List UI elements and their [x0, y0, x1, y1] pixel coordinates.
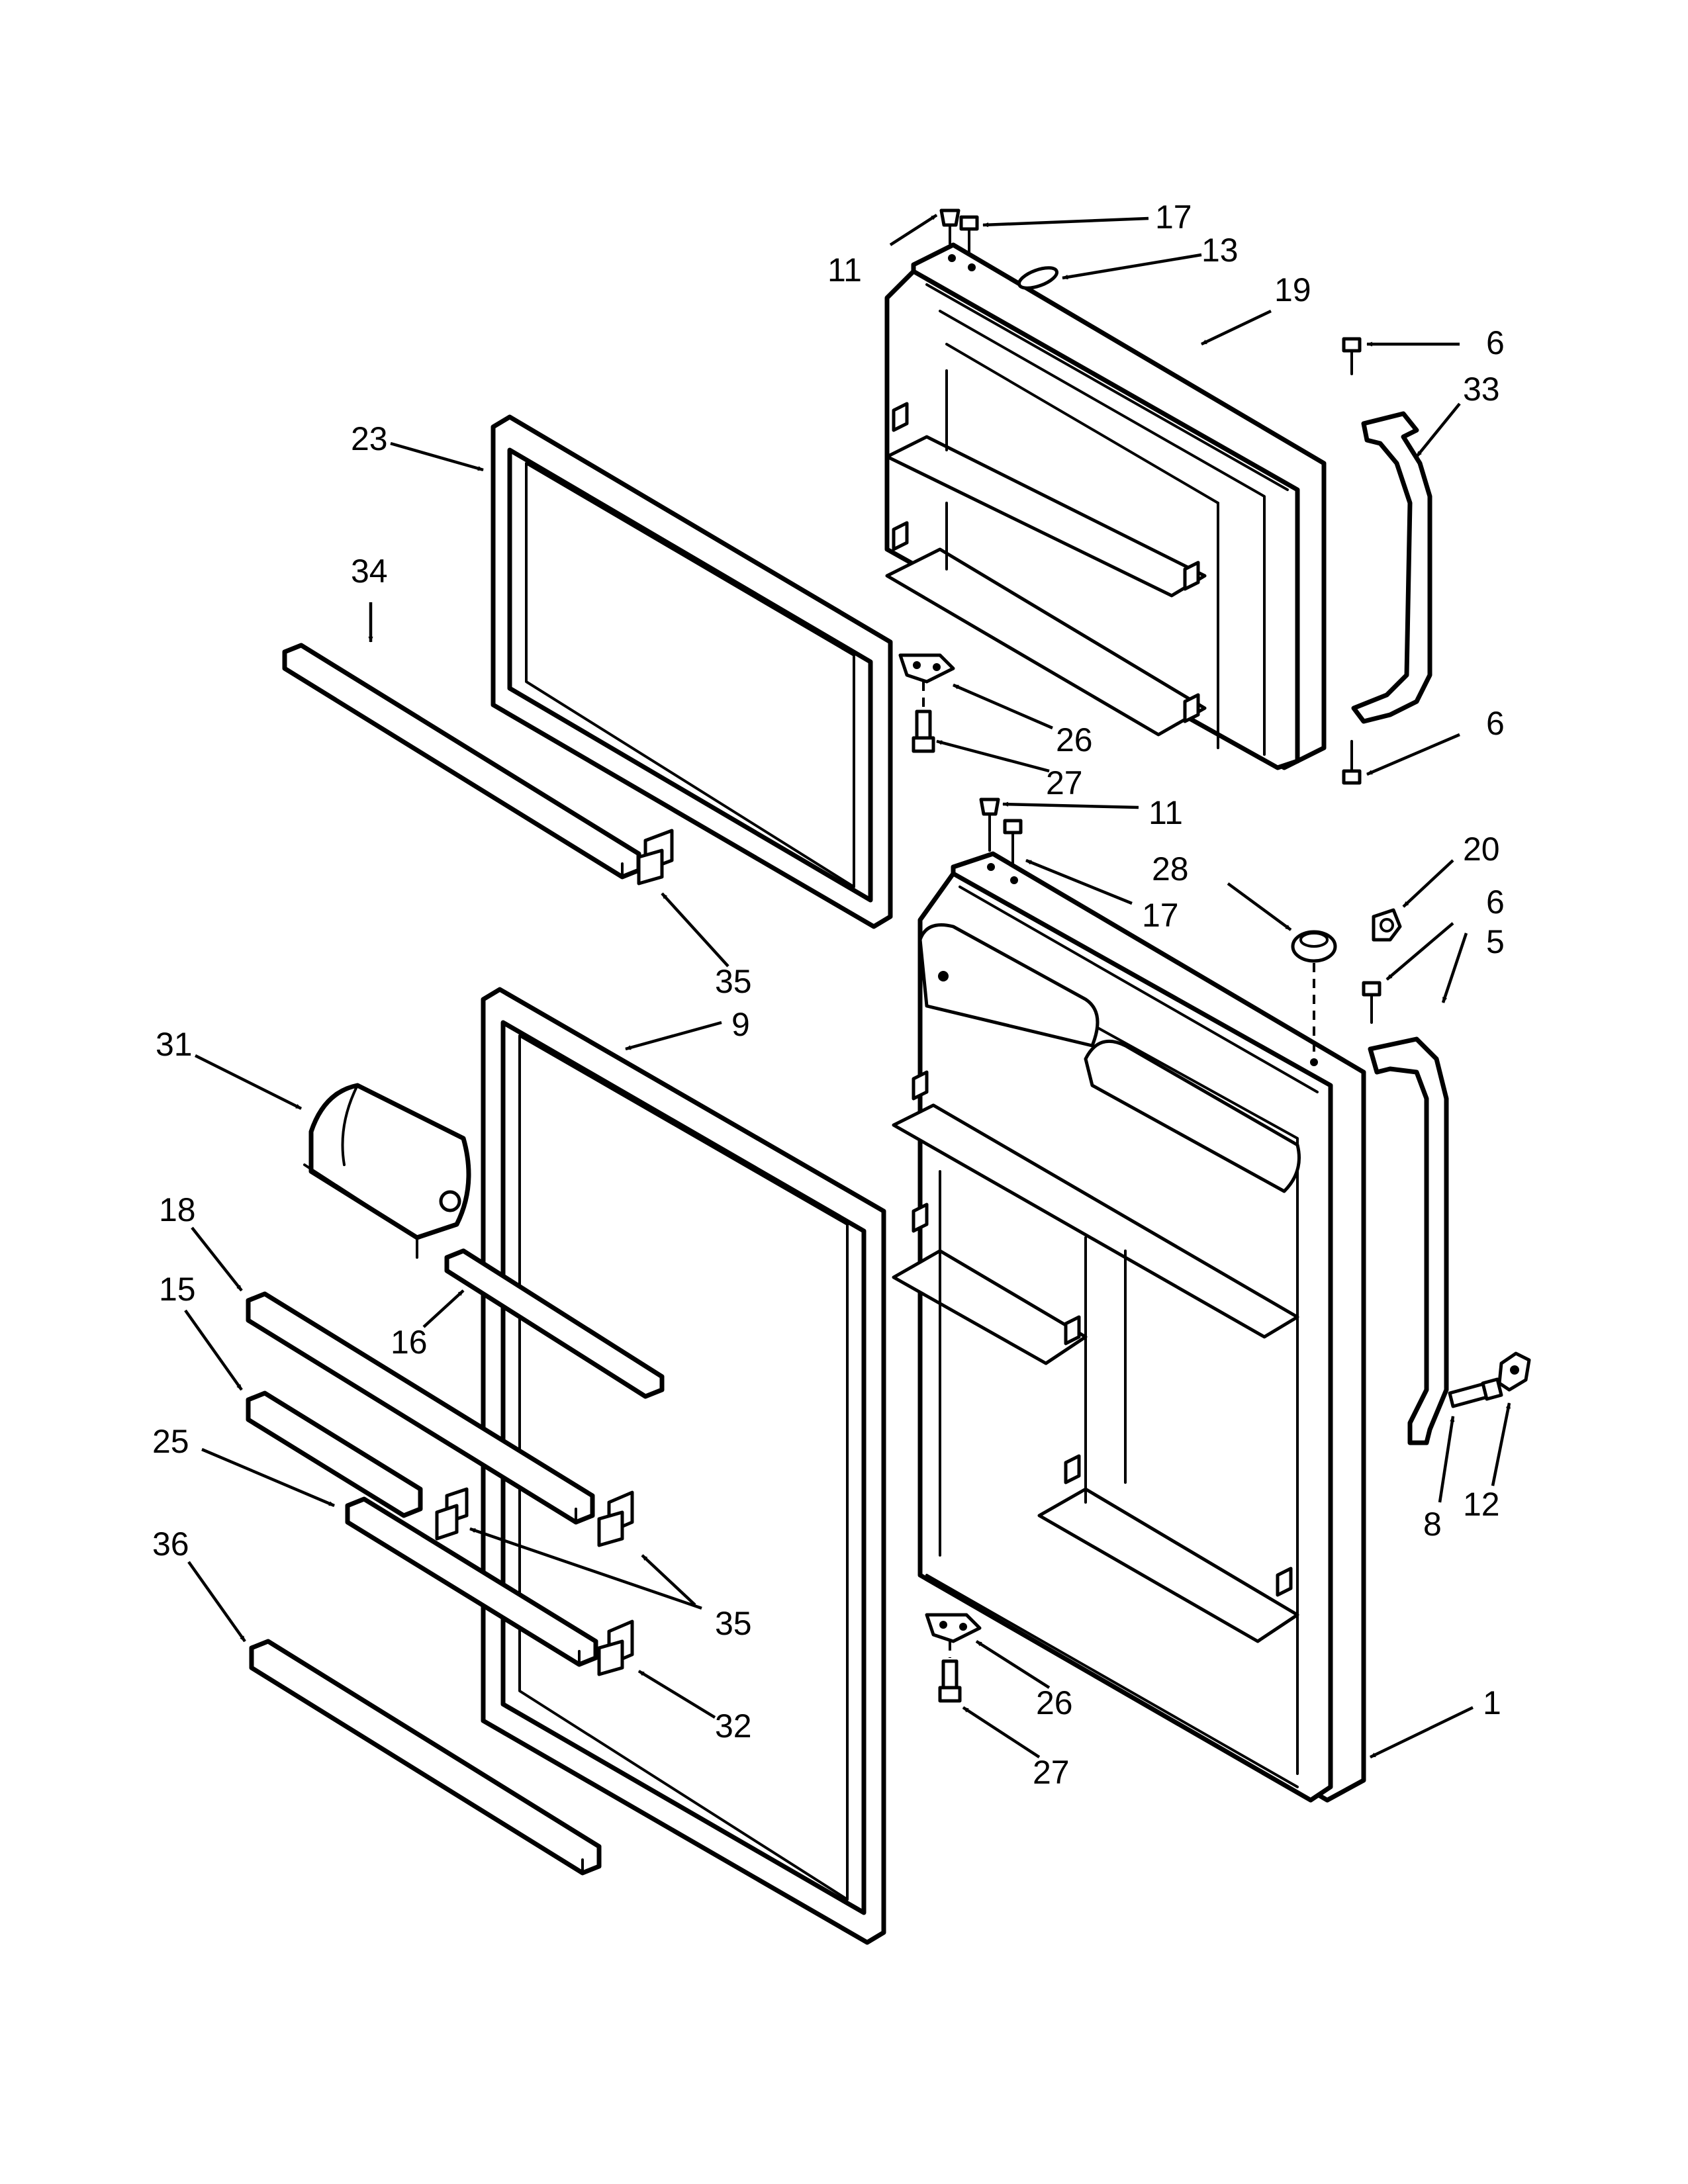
screw-27-bottom — [938, 1641, 962, 1703]
callout-6: 6 — [1486, 884, 1505, 921]
screw-17-top — [959, 215, 979, 271]
callout-15: 15 — [159, 1271, 196, 1308]
callout-19: 19 — [1274, 271, 1311, 308]
freezer-gasket — [491, 414, 893, 929]
hinge-pin-11-top — [939, 208, 961, 262]
callout-13: 13 — [1201, 232, 1239, 269]
callout-11: 11 — [1149, 794, 1183, 831]
callout-1: 1 — [1483, 1684, 1501, 1721]
callout-31: 31 — [156, 1026, 193, 1063]
callout-9: 9 — [731, 1006, 750, 1043]
callout-28: 28 — [1152, 850, 1189, 887]
callout-34: 34 — [351, 553, 388, 590]
clip-32 — [597, 1619, 634, 1676]
freezer-handle — [1351, 411, 1432, 724]
callout-36: 36 — [152, 1525, 189, 1563]
callout-18: 18 — [159, 1191, 196, 1228]
leader-lines — [184, 214, 1511, 1759]
callout-35: 35 — [715, 1605, 752, 1642]
callout-27: 27 — [1046, 764, 1083, 801]
trim-15 — [246, 1390, 423, 1518]
hinge-pin-11-mid — [979, 797, 1000, 871]
trim-16 — [444, 1248, 665, 1399]
callout-26: 26 — [1036, 1684, 1073, 1721]
freezer-door — [884, 242, 1327, 770]
plug-28 — [1291, 930, 1337, 1066]
plug-13 — [1017, 266, 1058, 290]
trim-36 — [249, 1639, 602, 1876]
hinge-26-top — [898, 653, 955, 684]
callout-17: 17 — [1142, 897, 1179, 934]
callout-20: 20 — [1463, 831, 1500, 868]
callout-25: 25 — [152, 1423, 189, 1460]
callout-6: 6 — [1486, 705, 1505, 742]
screw-8 — [1448, 1377, 1503, 1408]
callout-8: 8 — [1423, 1506, 1442, 1543]
callout-11: 11 — [827, 251, 862, 289]
screw-17-mid — [1003, 819, 1023, 884]
callout-32: 32 — [715, 1707, 752, 1745]
trim-18 — [246, 1291, 595, 1525]
callout-23: 23 — [351, 420, 388, 457]
screw-27-top — [912, 682, 935, 753]
hinge-26-bottom — [925, 1613, 982, 1643]
trim-25 — [345, 1496, 598, 1667]
callout-35: 35 — [715, 963, 752, 1000]
fresh-food-handle — [1368, 1036, 1449, 1445]
callout-27: 27 — [1033, 1754, 1070, 1791]
screw-6-c — [1362, 981, 1382, 1024]
callout-6: 6 — [1486, 324, 1505, 361]
callout-33: 33 — [1463, 371, 1500, 408]
callout-labels: 11 17 13 19 6 33 23 34 26 27 6 11 20 28 … — [152, 199, 1505, 1791]
clip-35-b — [597, 1490, 634, 1547]
fresh-food-door — [892, 851, 1366, 1803]
screw-6-a — [1342, 337, 1362, 375]
callout-5: 5 — [1486, 923, 1505, 960]
callout-16: 16 — [391, 1324, 428, 1361]
handle-cap-20 — [1372, 908, 1402, 942]
screw-6-b — [1342, 740, 1362, 785]
spacer-12 — [1497, 1351, 1531, 1392]
callout-12: 12 — [1463, 1486, 1500, 1523]
callout-26: 26 — [1056, 721, 1093, 758]
dairy-cover — [303, 1083, 471, 1259]
clip-35-c — [435, 1487, 469, 1541]
clip-35-a — [637, 829, 674, 886]
callout-17: 17 — [1155, 199, 1192, 236]
fresh-food-gasket — [481, 987, 886, 1945]
